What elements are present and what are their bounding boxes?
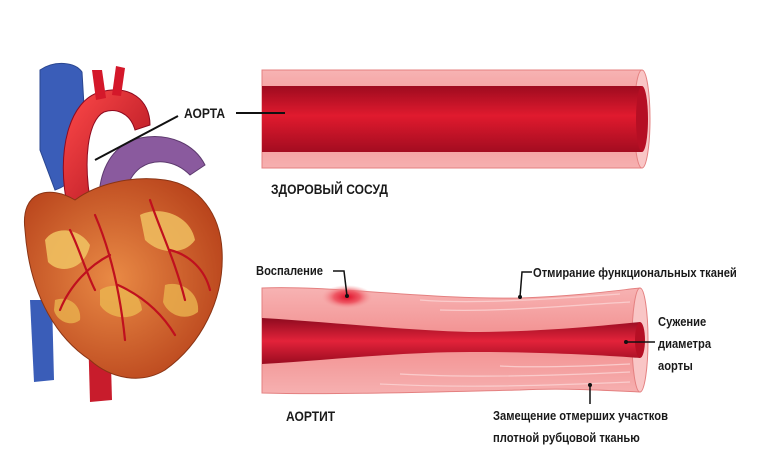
inflammation-pointer-dot bbox=[345, 294, 349, 298]
heart-fat-shape bbox=[140, 211, 195, 252]
heart-body-shape bbox=[24, 178, 223, 379]
heart-fat-shape bbox=[54, 298, 81, 324]
inferior-vein-shape bbox=[30, 300, 54, 382]
scar-tissue-striations bbox=[379, 293, 631, 387]
replacement-label-line-1: Замещение отмерших участков bbox=[493, 408, 668, 423]
aortitis-label: АОРТИТ bbox=[286, 408, 336, 424]
healthy-vessel-lumen-end bbox=[636, 86, 648, 152]
replacement-label: Замещение отмерших участков плотной рубц… bbox=[493, 405, 668, 449]
heart-fat-shape bbox=[45, 230, 90, 269]
inflammation-leader-line bbox=[333, 270, 348, 297]
aorta-label: АОРТА bbox=[184, 105, 226, 121]
aorta-leader-line bbox=[94, 115, 179, 161]
narrowing-label: Сужение диаметра аорты bbox=[658, 311, 711, 377]
narrowing-label-line-1: Сужение bbox=[658, 314, 707, 329]
healthy-vessel-label: ЗДОРОВЫЙ СОСУД bbox=[271, 181, 388, 197]
healthy-vessel bbox=[236, 69, 651, 169]
aortic-branch-shape bbox=[92, 70, 106, 100]
coronary-vessels bbox=[58, 198, 212, 342]
aortic-branch-shape bbox=[112, 66, 125, 96]
necrosis-label: Отмирание функциональных тканей bbox=[533, 265, 737, 280]
heart-fat-shape bbox=[100, 285, 142, 318]
healthy-vessel-lumen bbox=[262, 86, 642, 152]
heart-illustration bbox=[24, 63, 223, 402]
heart-fat-shape bbox=[163, 283, 199, 317]
aortic-arch-shape bbox=[62, 89, 151, 211]
narrowing-label-line-2: диаметра bbox=[658, 336, 712, 351]
diseased-vessel bbox=[261, 270, 655, 404]
inflammation-label: Воспаление bbox=[256, 263, 323, 278]
replacement-pointer-dot bbox=[588, 383, 592, 387]
necrosis-leader-line bbox=[519, 271, 532, 298]
narrowing-pointer-dot bbox=[624, 340, 628, 344]
necrosis-pointer-dot bbox=[518, 295, 522, 299]
replacement-label-line-2: плотной рубцовой тканью bbox=[493, 430, 640, 445]
diseased-vessel-lumen-end bbox=[635, 322, 645, 358]
narrowing-label-line-3: аорты bbox=[658, 358, 693, 373]
diseased-vessel-lumen bbox=[262, 318, 640, 364]
